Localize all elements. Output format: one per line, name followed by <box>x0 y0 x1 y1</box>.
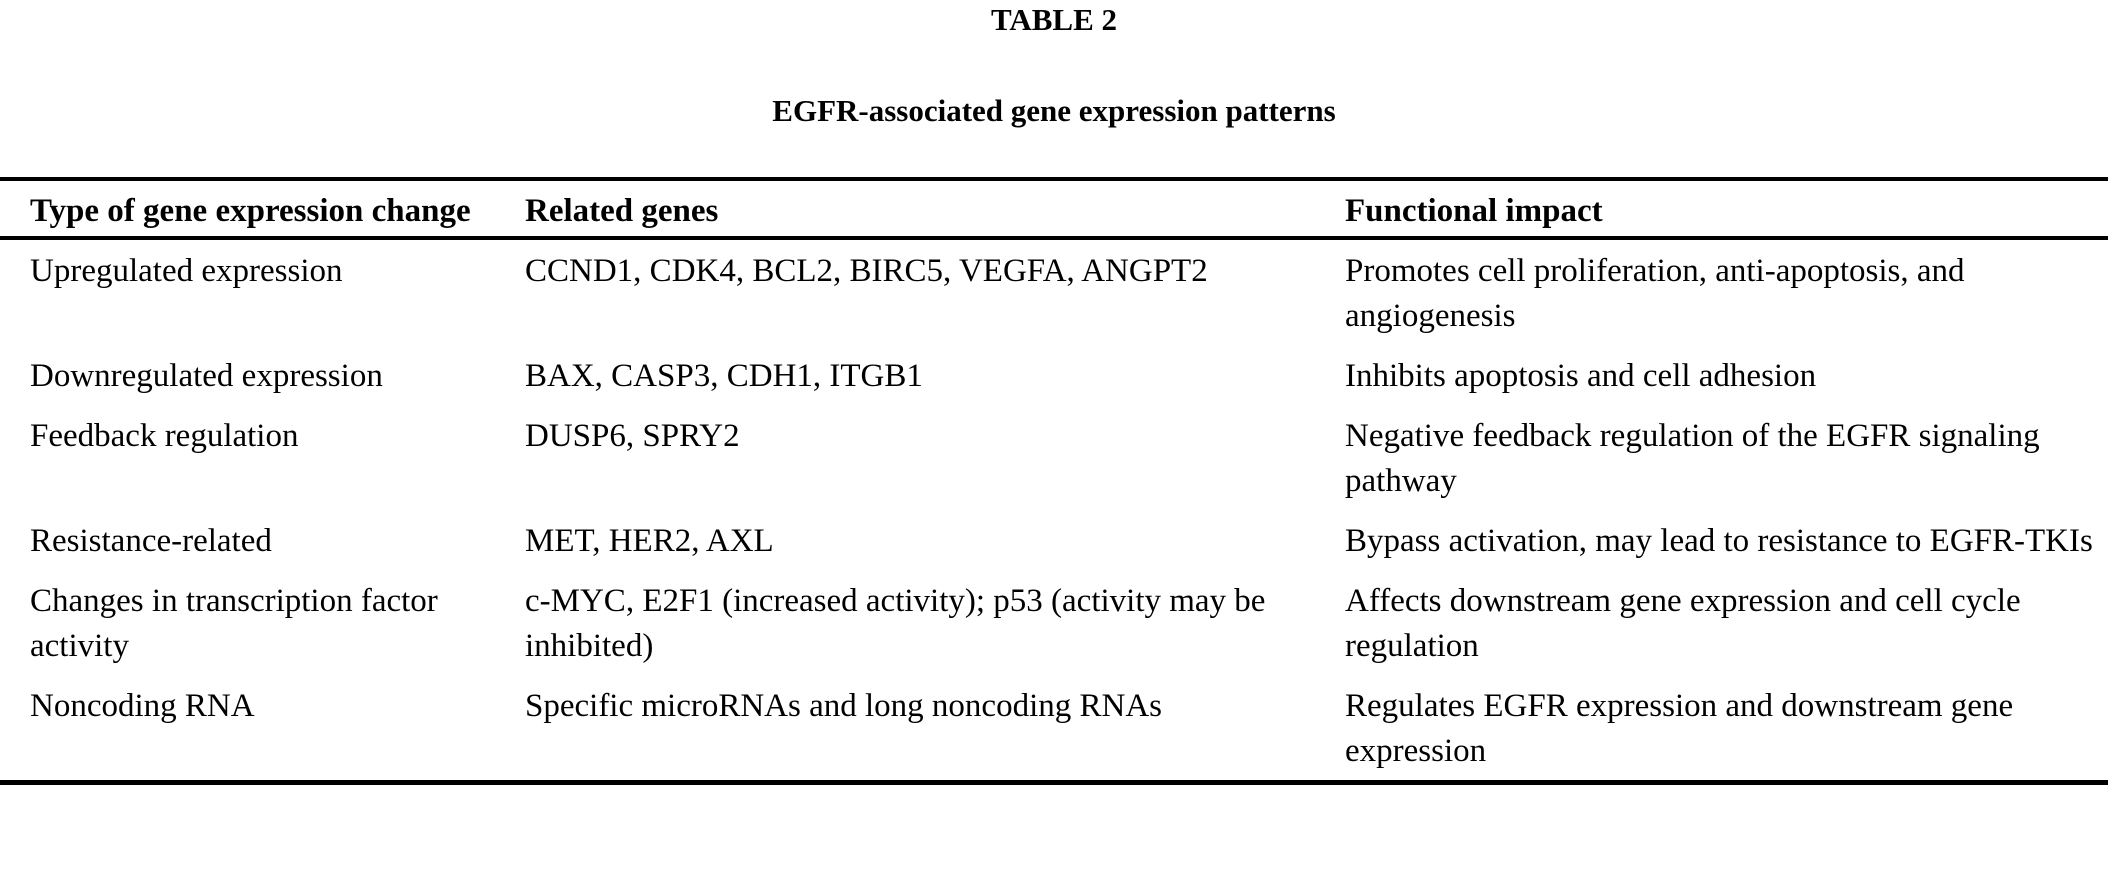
column-header-related-genes: Related genes <box>525 179 1345 240</box>
cell-change-type: Changes in transcription factor activity <box>30 583 438 664</box>
cell-change-type: Noncoding RNA <box>30 688 255 724</box>
table-caption: EGFR-associated gene expression patterns <box>772 93 1336 128</box>
cell-functional-impact: Negative feedback regulation of the EGFR… <box>1345 418 2040 499</box>
table-row: Changes in transcription factor activity… <box>0 570 2108 675</box>
cell-functional-impact: Regulates EGFR expression and downstream… <box>1345 688 2014 769</box>
column-header-type-of-change: Type of gene expression change <box>0 179 525 240</box>
cell-related-genes: c-MYC, E2F1 (increased activity); p53 (a… <box>525 583 1266 664</box>
cell-change-type: Resistance-related <box>30 523 272 559</box>
table-row: Resistance-related MET, HER2, AXL Bypass… <box>0 510 2108 570</box>
cell-related-genes: BAX, CASP3, CDH1, ITGB1 <box>525 358 923 394</box>
cell-change-type: Feedback regulation <box>30 418 299 454</box>
table-row: Noncoding RNA Specific microRNAs and lon… <box>0 675 2108 783</box>
table-header-row: Type of gene expression change Related g… <box>0 179 2108 240</box>
cell-related-genes: DUSP6, SPRY2 <box>525 418 740 454</box>
table-label: TABLE 2 <box>990 2 1118 37</box>
table-row: Feedback regulation DUSP6, SPRY2 Negativ… <box>0 405 2108 510</box>
cell-change-type: Upregulated expression <box>30 253 343 289</box>
table-row: Downregulated expression BAX, CASP3, CDH… <box>0 345 2108 405</box>
table-row: Upregulated expression CCND1, CDK4, BCL2… <box>0 238 2108 345</box>
cell-functional-impact: Bypass activation, may lead to resistanc… <box>1345 523 2093 559</box>
cell-functional-impact: Affects downstream gene expression and c… <box>1345 583 2021 664</box>
gene-expression-table: Type of gene expression change Related g… <box>0 177 2108 785</box>
column-header-functional-impact: Functional impact <box>1345 179 2108 240</box>
cell-change-type: Downregulated expression <box>30 358 383 394</box>
cell-related-genes: MET, HER2, AXL <box>525 523 774 559</box>
cell-functional-impact: Promotes cell proliferation, anti-apopto… <box>1345 253 1965 334</box>
cell-functional-impact: Inhibits apoptosis and cell adhesion <box>1345 358 1817 394</box>
cell-related-genes: CCND1, CDK4, BCL2, BIRC5, VEGFA, ANGPT2 <box>525 253 1208 289</box>
cell-related-genes: Specific microRNAs and long noncoding RN… <box>525 688 1163 724</box>
